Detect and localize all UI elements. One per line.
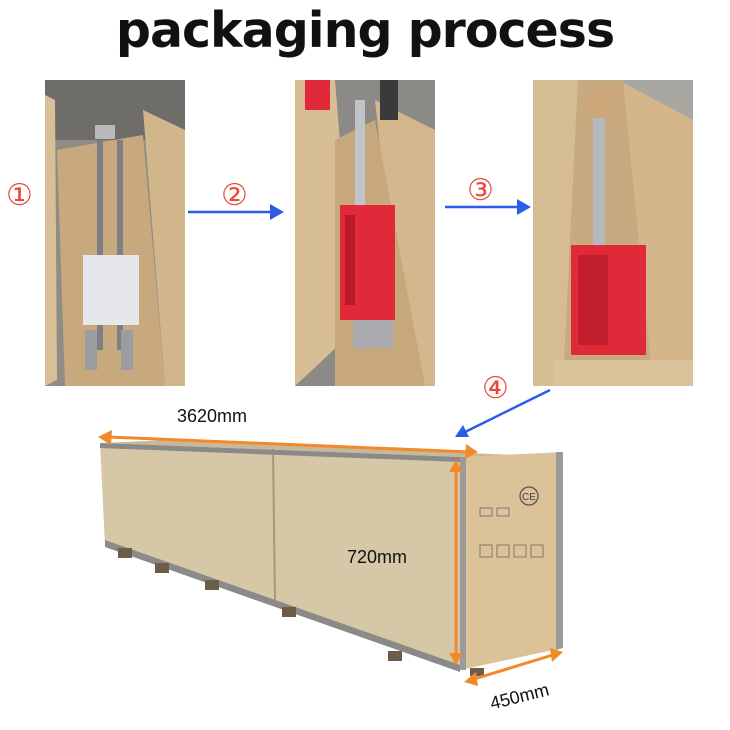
step-number-4: ④ — [482, 371, 509, 406]
photo-step-1 — [45, 80, 185, 386]
step-number-2: ② — [221, 178, 248, 213]
arrow-step-3-to-4 — [455, 388, 551, 437]
photo-step-3 — [533, 80, 693, 386]
step-number-3: ③ — [467, 173, 494, 208]
ce-mark-circle — [519, 486, 539, 506]
page-title: packaging process — [115, 2, 615, 59]
arrow-step-1-to-2 — [188, 204, 284, 220]
dimension-length-label: 3620mm — [177, 406, 248, 426]
arrow-step-2-to-3 — [445, 199, 531, 215]
step-number-1: ① — [6, 178, 33, 213]
photo-step-2 — [295, 80, 435, 386]
dimension-height-label: 720mm — [347, 547, 408, 567]
ce-mark: CE — [522, 492, 536, 503]
